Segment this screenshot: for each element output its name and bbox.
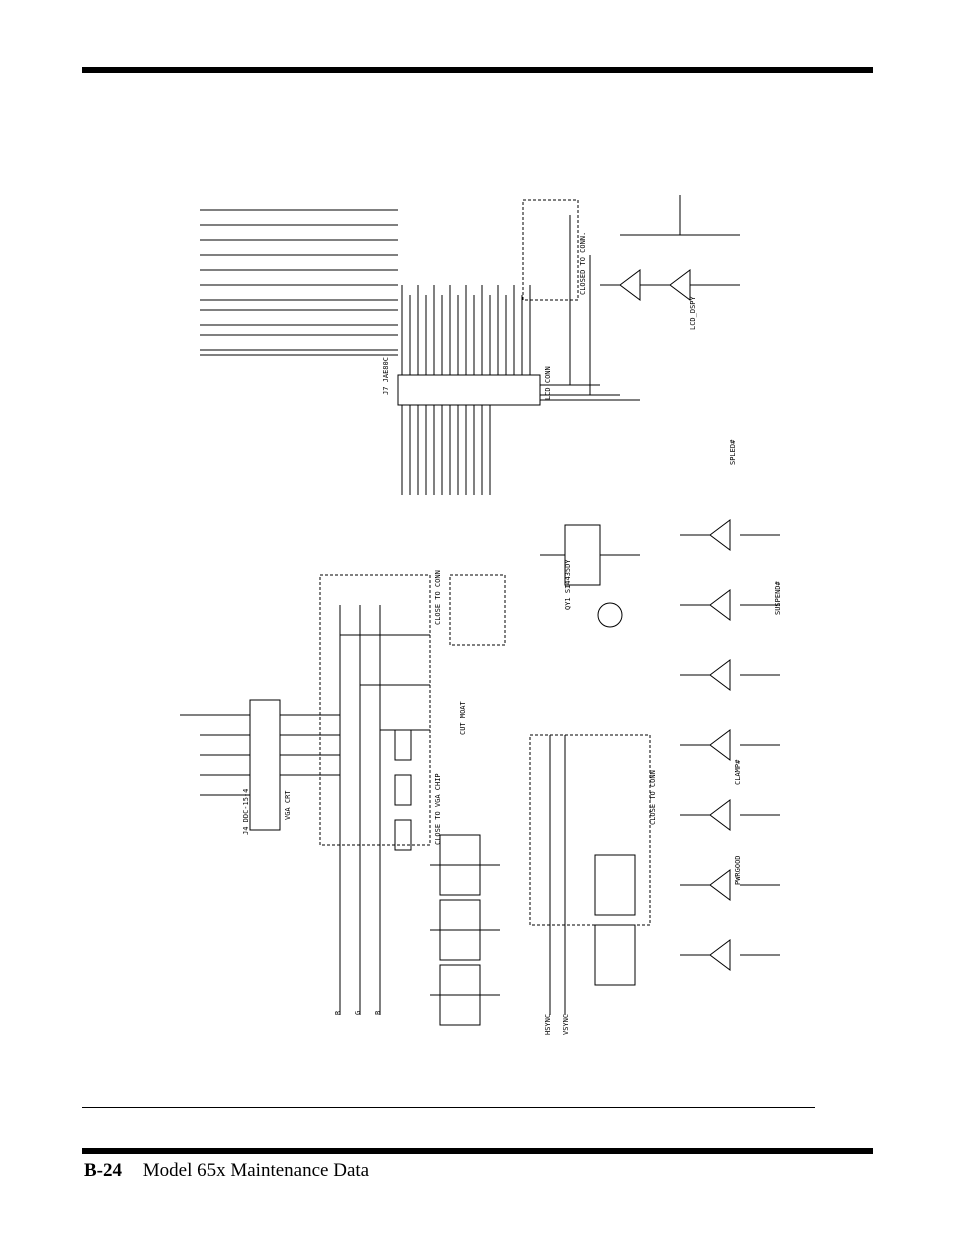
schematic-diagram: J7 JAE80C LCD CONN J4 DDC-15-4 VGA CRT C… [180, 195, 782, 1035]
svg-text:G: G [354, 1011, 362, 1015]
svg-text:SPLED#: SPLED# [729, 439, 737, 465]
svg-text:LCD CONN: LCD CONN [544, 366, 552, 400]
svg-text:HSYNC: HSYNC [544, 1014, 552, 1035]
svg-text:QY1 SI4435DY: QY1 SI4435DY [564, 559, 572, 610]
schematic-labels: J7 JAE80C LCD CONN J4 DDC-15-4 VGA CRT C… [242, 232, 782, 1035]
svg-text:CLAMP#: CLAMP# [734, 759, 742, 785]
page-title: Model 65x Maintenance Data [142, 1160, 370, 1181]
svg-text:J7 JAE80C: J7 JAE80C [382, 357, 390, 395]
svg-text:CLOSED TO CONN.: CLOSED TO CONN. [579, 232, 587, 295]
svg-text:R: R [334, 1010, 342, 1015]
header-rule [82, 67, 873, 73]
svg-text:CUT MOAT: CUT MOAT [459, 700, 467, 735]
j7-lower-lines [401, 405, 491, 495]
page-footer: B-24 Model 65x Maintenance Data [84, 1160, 369, 1182]
svg-text:PWRGOOD: PWRGOOD [734, 855, 742, 885]
svg-text:CLOSE TO CONN: CLOSE TO CONN [434, 570, 442, 625]
svg-text:CLOSE TO VGA CHIP: CLOSE TO VGA CHIP [434, 773, 442, 845]
svg-text:LCD_DSPY: LCD_DSPY [689, 295, 697, 330]
svg-text:CLOSE TO CONN: CLOSE TO CONN [649, 770, 657, 825]
svg-text:VSYNC: VSYNC [562, 1014, 570, 1035]
footer-thin-rule [82, 1107, 815, 1108]
j7-left-bus [200, 209, 398, 356]
logic-gates [680, 519, 780, 971]
j7-upper-lines [401, 285, 531, 375]
footer-rule [82, 1148, 873, 1154]
svg-text:VGA CRT: VGA CRT [284, 790, 292, 820]
svg-text:J4 DDC-15-4: J4 DDC-15-4 [242, 789, 250, 835]
crt-rgb-lines [339, 605, 381, 1015]
svg-text:SUSPEND#: SUSPEND# [774, 580, 782, 615]
page-number: B-24 [84, 1160, 122, 1181]
svg-text:B: B [374, 1011, 382, 1015]
